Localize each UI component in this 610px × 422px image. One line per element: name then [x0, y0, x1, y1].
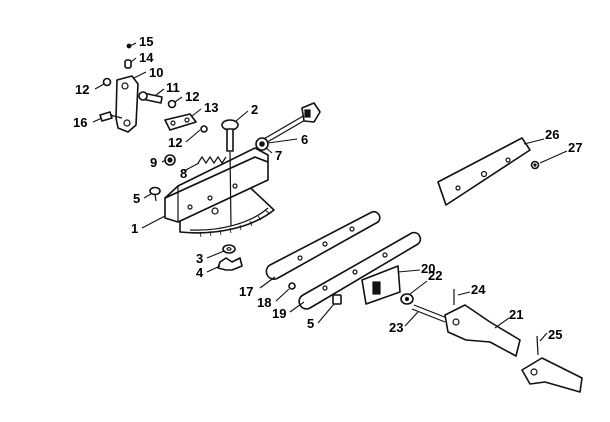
part-7-knob	[255, 137, 269, 151]
label-9: 9	[150, 155, 157, 170]
part-20-clamp-block	[361, 265, 401, 305]
label-5-b: 5	[307, 316, 314, 331]
label-10: 10	[149, 65, 163, 80]
leader-lines	[92, 42, 568, 342]
label-4: 4	[196, 265, 204, 280]
part-16-screw	[99, 111, 123, 122]
part-12-washer-b	[167, 99, 177, 109]
label-2: 2	[251, 102, 258, 117]
part-5-screw-a	[149, 186, 161, 202]
part-2-carriage-bolt	[221, 119, 239, 152]
label-6: 6	[301, 132, 308, 147]
label-3: 3	[196, 251, 203, 266]
label-27: 27	[568, 140, 582, 155]
part-12-washer-a	[102, 77, 112, 87]
label-17: 17	[239, 284, 253, 299]
label-12-a: 12	[75, 82, 89, 97]
label-20: 20	[421, 261, 435, 276]
part-21-clamp-handle	[444, 304, 521, 357]
label-23: 23	[389, 320, 403, 335]
label-26: 26	[545, 127, 559, 142]
part-13-plate	[164, 113, 197, 131]
label-24: 24	[471, 282, 486, 297]
part-25-handle	[521, 357, 583, 393]
part-3-washer	[222, 244, 236, 254]
part-23-stud	[411, 304, 448, 323]
label-19: 19	[272, 306, 286, 321]
part-22-washer	[400, 293, 414, 305]
part-9-nut	[164, 154, 176, 166]
part-4-wing-nut	[217, 257, 243, 271]
label-7: 7	[275, 148, 282, 163]
label-21: 21	[509, 307, 523, 322]
label-25: 25	[548, 327, 562, 342]
label-15: 15	[139, 34, 153, 49]
part-25-pin	[536, 335, 539, 356]
label-18: 18	[257, 295, 271, 310]
part-12-washer-c	[200, 125, 208, 133]
part-5-screw-b	[332, 294, 342, 305]
part-1-miter-gauge-body	[164, 147, 275, 238]
label-13: 13	[204, 100, 218, 115]
part-19-bar	[298, 231, 422, 310]
part-14-clip	[124, 59, 132, 69]
label-12-b: 12	[185, 89, 199, 104]
part-8-spring	[197, 155, 227, 165]
part-17-face-bar	[265, 210, 381, 280]
part-26-long-plate	[437, 137, 531, 206]
part-10-arm-bracket	[115, 75, 139, 133]
label-5-a: 5	[133, 191, 140, 206]
part-18-washer	[288, 282, 296, 290]
label-8: 8	[180, 166, 187, 181]
part-labels: 15 14 10 12 11 12 13 16 2 12 6 7 8 9 5 1…	[73, 34, 582, 342]
part-6-threaded-rod	[261, 102, 321, 145]
label-12-c: 12	[168, 135, 182, 150]
label-14: 14	[139, 50, 154, 65]
label-1: 1	[131, 221, 138, 236]
part-11-shaft	[138, 91, 163, 104]
part-27-washer	[530, 160, 540, 170]
label-22: 22	[428, 268, 442, 283]
label-11: 11	[166, 80, 180, 95]
label-16: 16	[73, 115, 87, 130]
